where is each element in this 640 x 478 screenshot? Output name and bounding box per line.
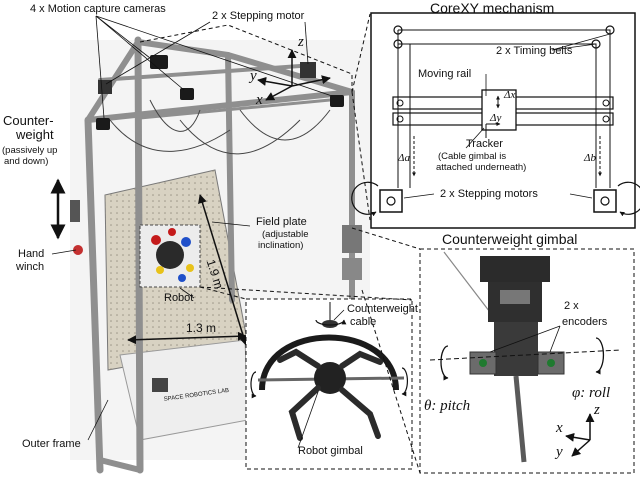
label-tracker-note-1: (Cable gimbal is [438,151,507,162]
gimbal-axis-y: y [556,444,563,460]
robot-gimbal-inset [199,286,413,470]
label-timing-belts: 2 x Timing belts [496,45,573,57]
leader-lines [51,15,333,441]
label-robot: Robot [164,292,194,304]
symbol-delta-a: Δa [398,152,410,164]
label-encoders-1: 2 x [564,300,579,312]
right-motor [593,189,617,213]
label-stepping-motors-bottom: 2 x Stepping motors [440,188,538,200]
label-roll: φ: roll [572,385,611,401]
robot-photo [139,224,201,288]
label-pitch: θ: pitch [424,398,471,414]
symbol-delta-y: Δy [490,112,502,124]
label-cameras: 4 x Motion capture cameras [30,3,166,15]
left-motor [379,189,403,213]
hand-winch [73,245,83,255]
label-hand-winch-1: Hand [18,248,45,260]
gimbal-axis-x: x [556,420,563,436]
frame-axis-z: z [298,34,304,50]
label-counterweight-cable-1: Counterweight [347,303,418,315]
corexy-schematic [351,12,640,229]
label-outer-frame: Outer frame [22,438,81,450]
label-corexy: CoreXY mechanism [430,0,555,16]
corexy-callout-lines [139,13,371,221]
label-field-plate-note-2: inclination) [258,240,304,251]
label-hand-winch-2: winch [16,261,45,273]
frame-axis-y: y [250,68,257,84]
counterweight-block [70,200,80,222]
label-moving-rail: Moving rail [418,68,472,80]
label-stepping-motor-top: 2 x Stepping motor [212,10,305,22]
counterweight-gimbal-inset [351,227,635,474]
label-tracker-note-2: attached underneath) [436,162,527,173]
label-counterweight-note-2: and down) [4,156,49,167]
label-robot-gimbal: Robot gimbal [298,445,363,457]
label-counterweight-1: Counter- [3,113,54,128]
label-counterweight-note-1: (passively up [2,145,58,156]
symbol-delta-b: Δb [584,152,596,164]
label-counterweight-cable-2: cable [350,316,377,328]
label-field-plate: Field plate [256,216,307,228]
dim-19m-arrow [198,194,248,346]
label-counterweight-2: weight [16,127,54,142]
frame-axis-x: x [256,92,263,108]
dim-13m-arrow [127,331,247,345]
symbol-delta-x: Δx [504,89,516,101]
label-field-plate-note-1: (adjustable [262,229,309,240]
gimbal-axis-z: z [594,402,600,418]
label-counterweight-gimbal: Counterweight gimbal [442,231,578,247]
top-cables [109,99,331,155]
label-tracker: Tracker [466,138,503,150]
label-dim-13m: 1.3 m [186,321,217,335]
label-encoders-2: encoders [562,316,608,328]
